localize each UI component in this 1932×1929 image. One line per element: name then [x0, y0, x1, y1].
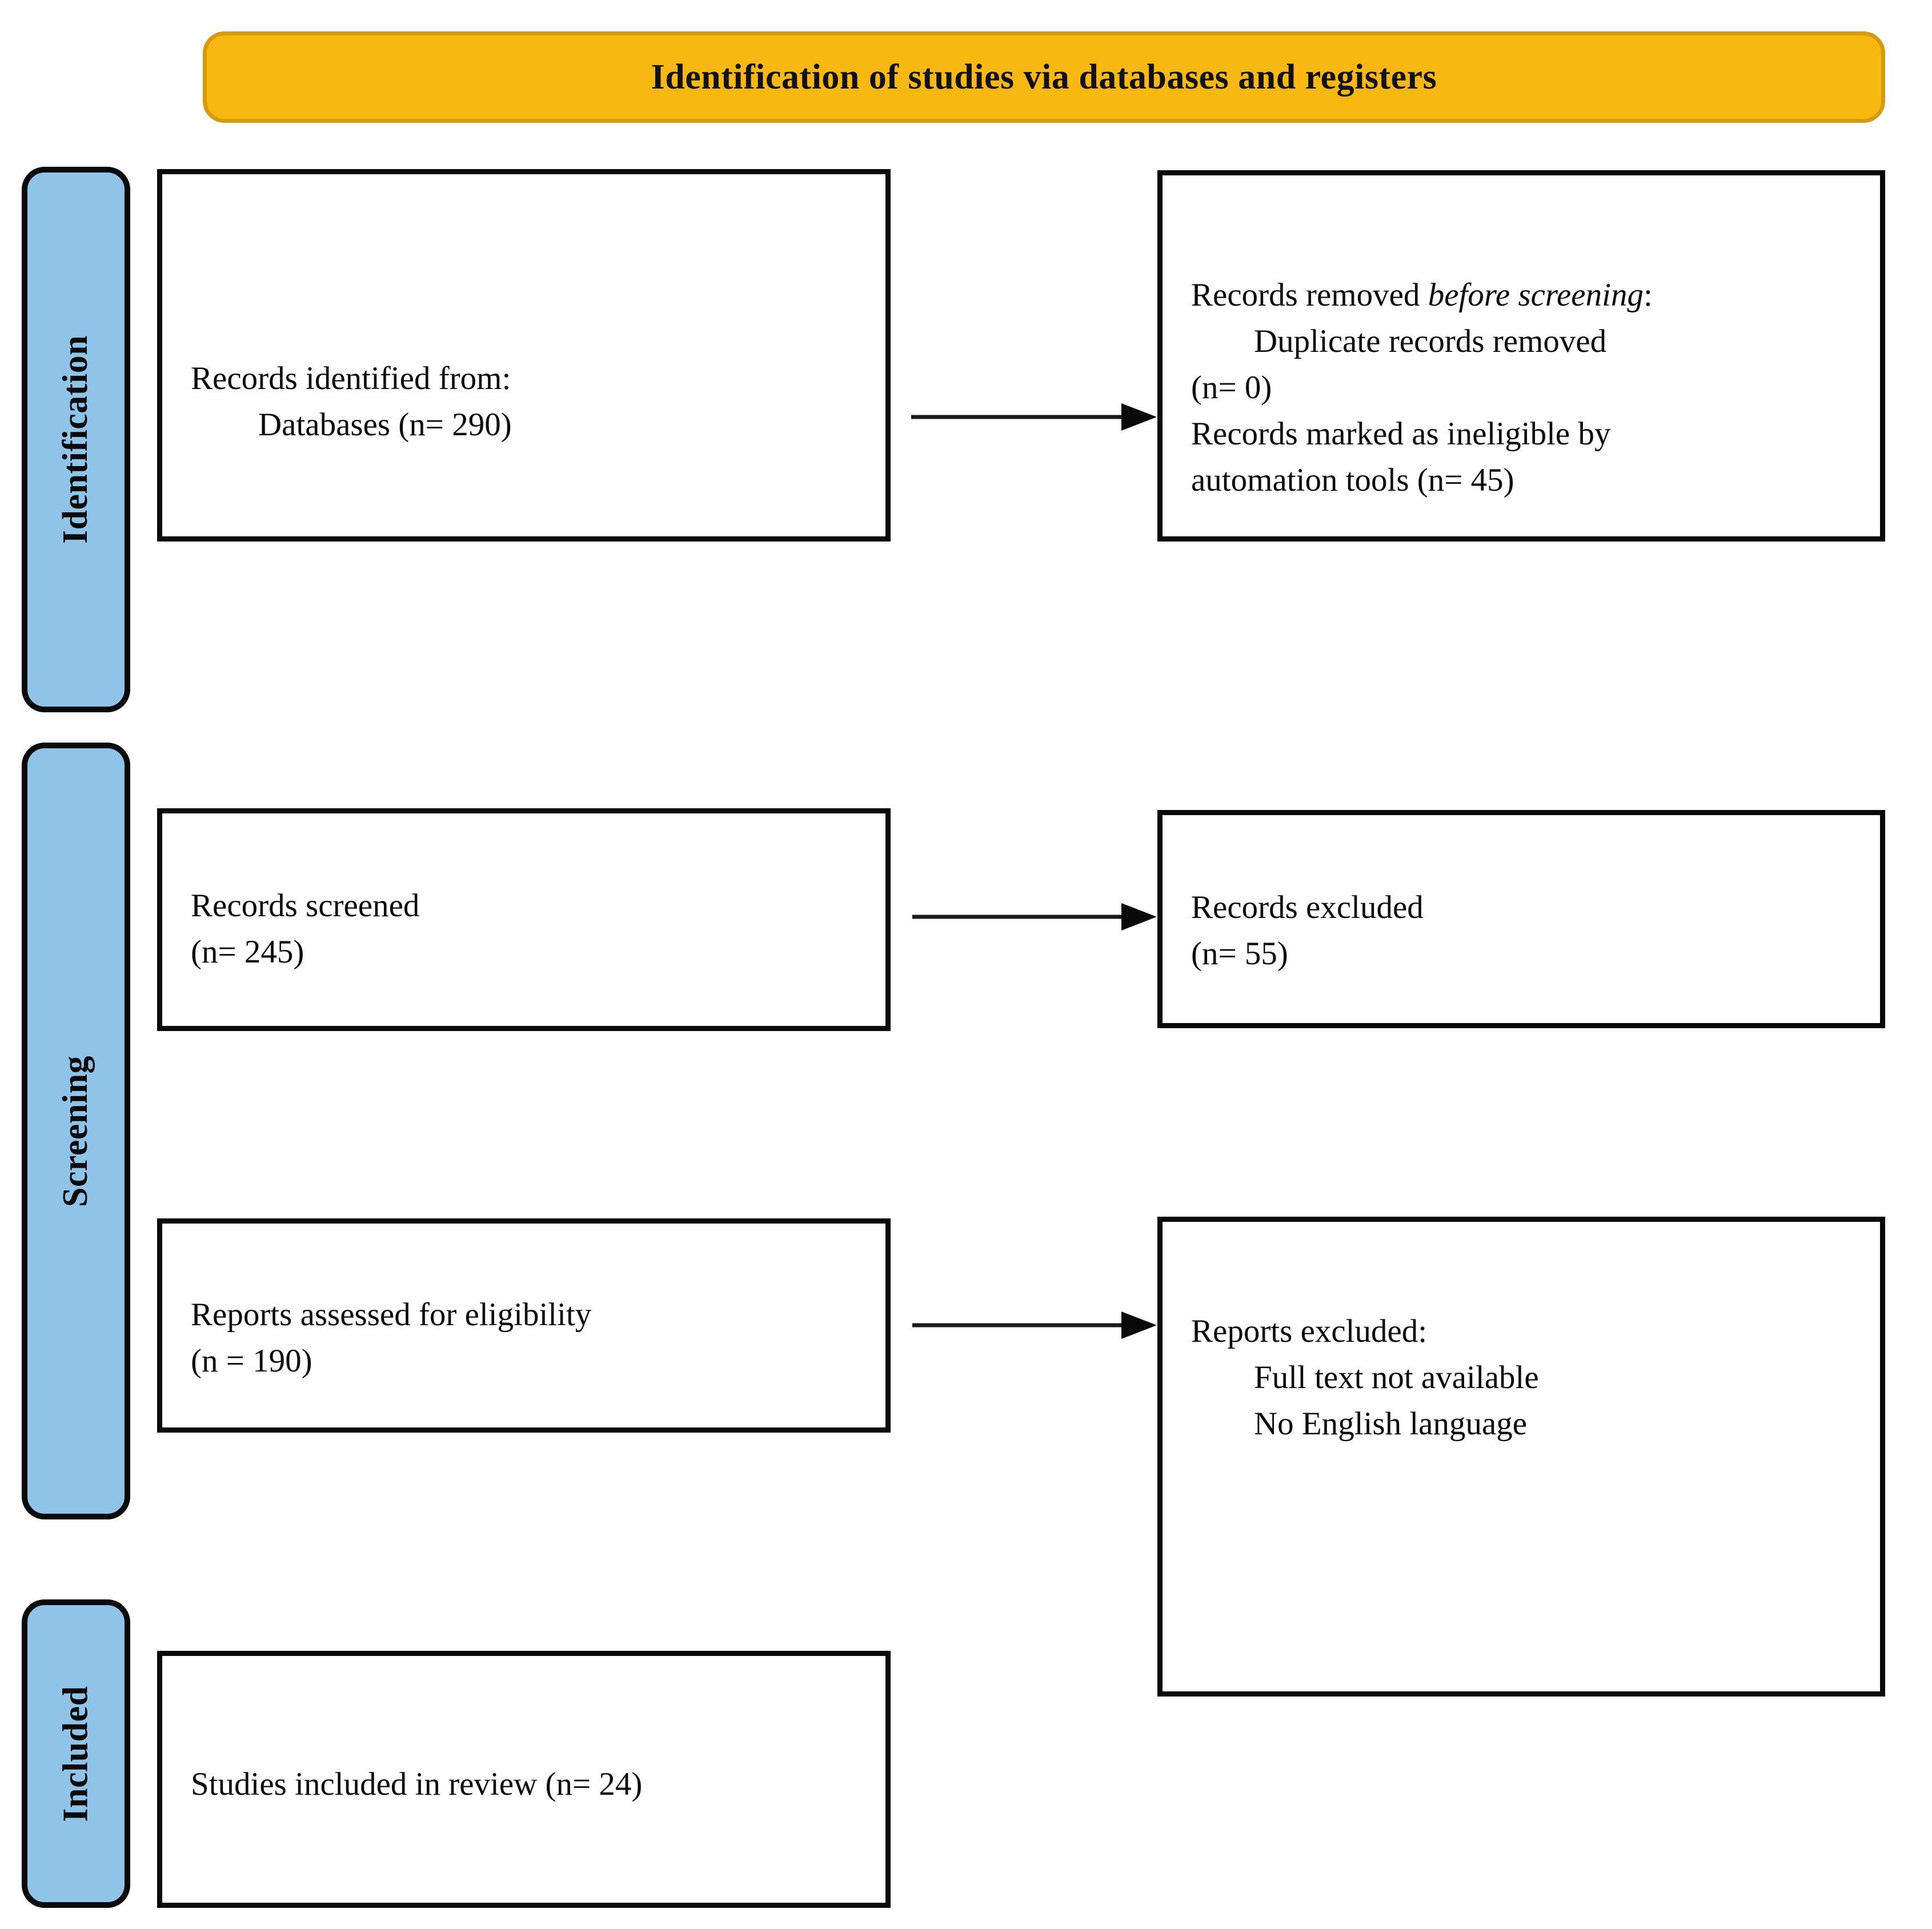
stage-label-identification: Identification — [22, 167, 130, 712]
records-removed-heading-emph: before screening — [1428, 277, 1644, 313]
studies-included-line1: Studies included in review (n= 24) — [191, 1766, 643, 1802]
box-reports-assessed-content: Reports assessed for eligibility (n = 19… — [191, 1292, 859, 1385]
stage-label-included-text: Included — [56, 1685, 95, 1822]
box-records-removed-content: Records removed before screening: Duplic… — [1191, 272, 1854, 504]
reports-assessed-line2: (n = 190) — [191, 1342, 312, 1379]
box-records-screened: Records screened (n= 245) — [157, 808, 891, 1031]
box-records-excluded: Records excluded (n= 55) — [1157, 810, 1885, 1028]
banner-title: Identification of studies via databases … — [651, 57, 1437, 97]
flow-arrow-eligibility-icon — [912, 1308, 1157, 1342]
box-records-identified-content: Records identified from: Databases (n= 2… — [191, 356, 859, 448]
records-removed-duplicates-n: (n= 0) — [1191, 369, 1272, 406]
stage-label-included: Included — [22, 1599, 130, 1908]
stage-label-screening: Screening — [22, 743, 130, 1519]
box-studies-included: Studies included in review (n= 24) — [157, 1651, 891, 1908]
records-removed-heading: Records removed before screening: — [1191, 272, 1854, 319]
box-reports-excluded: Reports excluded: Full text not availabl… — [1157, 1217, 1885, 1697]
records-excluded-line1: Records excluded — [1191, 889, 1424, 925]
records-screened-line1: Records screened — [191, 888, 420, 924]
records-removed-ineligible: Records marked as ineligible by — [1191, 415, 1611, 452]
box-records-screened-content: Records screened (n= 245) — [191, 883, 859, 976]
box-reports-excluded-content: Reports excluded: Full text not availabl… — [1191, 1309, 1854, 1447]
box-reports-assessed: Reports assessed for eligibility (n = 19… — [157, 1218, 891, 1433]
records-excluded-line2: (n= 55) — [1191, 935, 1288, 972]
stage-label-screening-text: Screening — [56, 1055, 95, 1207]
header-banner: Identification of studies via databases … — [203, 31, 1885, 123]
reports-excluded-reason-2: No English language — [1254, 1405, 1528, 1442]
records-removed-heading-c: : — [1643, 277, 1653, 313]
records-identified-line1: Records identified from: — [191, 360, 511, 396]
records-screened-line2: (n= 245) — [191, 933, 304, 970]
flow-arrow-screening-icon — [912, 900, 1157, 934]
box-records-identified: Records identified from: Databases (n= 2… — [157, 169, 891, 542]
box-records-excluded-content: Records excluded (n= 55) — [1191, 885, 1854, 977]
flow-arrow-identification-icon — [911, 400, 1157, 434]
records-removed-automation-n: automation tools (n= 45) — [1191, 462, 1514, 498]
box-records-removed: Records removed before screening: Duplic… — [1157, 170, 1885, 542]
stage-label-identification-text: Identification — [56, 335, 95, 544]
records-removed-heading-a: Records removed — [1191, 277, 1428, 313]
reports-assessed-line1: Reports assessed for eligibility — [191, 1297, 592, 1333]
records-identified-line2: Databases (n= 290) — [258, 406, 512, 443]
records-removed-duplicates: Duplicate records removed — [1254, 323, 1607, 359]
box-studies-included-content: Studies included in review (n= 24) — [191, 1762, 859, 1808]
reports-excluded-heading: Reports excluded: — [1191, 1313, 1428, 1349]
reports-excluded-reason-1: Full text not available — [1254, 1359, 1539, 1395]
